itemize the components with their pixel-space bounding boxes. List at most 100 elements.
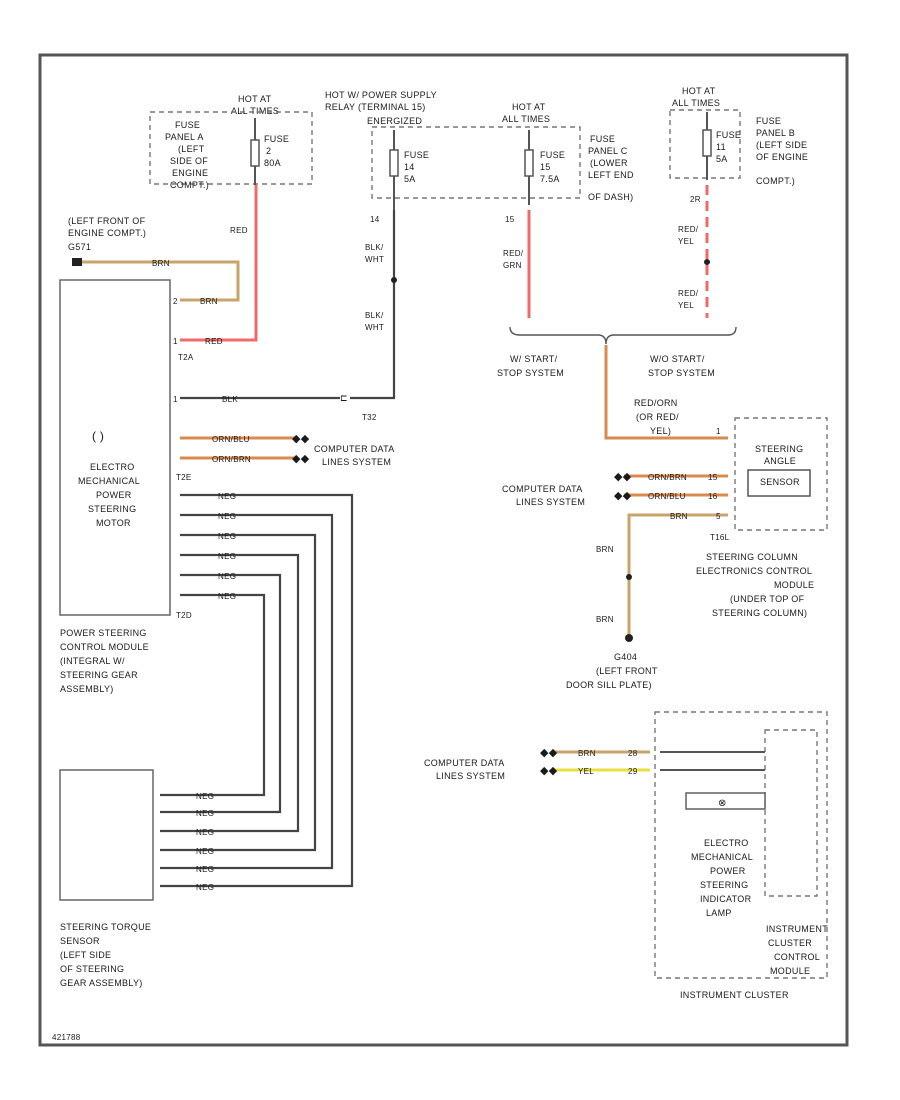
arrow-cluster-2: ◆◆ bbox=[540, 765, 558, 777]
pin-t16l-5: 5 bbox=[716, 512, 721, 521]
sccm-box bbox=[734, 417, 828, 531]
fuse-panel-c-label-4: LEFT END bbox=[588, 170, 634, 180]
connector-t2d: T2D bbox=[176, 611, 192, 620]
hot-relay-label-2: RELAY (TERMINAL 15) bbox=[325, 102, 426, 112]
sccm-label-5: STEERING COLUMN) bbox=[712, 608, 807, 618]
wire-label-yel: YEL bbox=[578, 767, 594, 776]
fuse-11-element bbox=[702, 129, 712, 157]
fuse-2-label-2: 2 bbox=[266, 146, 271, 156]
wire-label-blk: BLK bbox=[222, 395, 238, 404]
g404-label-3: DOOR SILL PLATE) bbox=[566, 680, 652, 690]
indicator-lamp-box bbox=[685, 792, 766, 810]
wire-neg-4: NEG bbox=[218, 552, 236, 561]
wo-start-stop-2: STOP SYSTEM bbox=[648, 368, 715, 378]
wire-label-brn-2: BRN bbox=[200, 297, 218, 306]
connector-t2a: T2A bbox=[178, 353, 194, 362]
pin-t5g-1: 1 bbox=[716, 427, 721, 436]
motor-label-2: MECHANICAL bbox=[78, 476, 140, 486]
power-steering-module-box bbox=[59, 279, 171, 616]
arrow-right-1: ◆◆ bbox=[614, 471, 632, 483]
fuse-15-element bbox=[524, 149, 534, 177]
motor-label-5: MOTOR bbox=[96, 518, 131, 528]
splice-1 bbox=[391, 277, 397, 283]
pin-14b: 14 bbox=[370, 215, 380, 224]
fuse-2-label-3: 80A bbox=[264, 158, 281, 168]
lamp-label-5: INDICATOR bbox=[700, 894, 752, 904]
wire-neg-5: NEG bbox=[218, 572, 236, 581]
fuse-panel-c-box bbox=[371, 126, 581, 199]
fuse-14-element bbox=[389, 149, 399, 177]
connector-t32: T32 bbox=[362, 413, 377, 422]
fuse-15-label-1: FUSE bbox=[540, 150, 565, 160]
fuse-panel-b-label-4: OF ENGINE bbox=[756, 152, 808, 162]
sensor-wire-5 bbox=[160, 573, 282, 814]
wire-label-ornblu-left: ORN/BLU bbox=[212, 435, 250, 444]
wire-label-redgrn-1: RED/ bbox=[503, 249, 524, 258]
fuse-11-label-1: FUSE bbox=[716, 130, 741, 140]
steering-angle-label-2: ANGLE bbox=[764, 456, 796, 466]
pin-t2e-1: 1 bbox=[173, 395, 178, 404]
wire-brn-ground bbox=[82, 260, 240, 302]
option-bracket bbox=[509, 326, 737, 345]
fuse-panel-a-label-3: (LEFT bbox=[178, 144, 205, 154]
wire-label-brn-4: BRN bbox=[596, 545, 614, 554]
sccm-label-3: MODULE bbox=[774, 580, 814, 590]
wire-label-redgrn-2: GRN bbox=[503, 261, 522, 270]
wire-blk-wht bbox=[350, 210, 396, 400]
ground-left-label-2: ENGINE COMPT.) bbox=[68, 228, 146, 238]
steering-angle-sensor-box bbox=[747, 469, 811, 497]
wire-neg-2: NEG bbox=[218, 512, 236, 521]
splice-3 bbox=[626, 574, 632, 580]
fuse-panel-c-label-5: OF DASH) bbox=[588, 192, 633, 202]
wire-neg-10: NEG bbox=[196, 847, 214, 856]
w-start-stop-2: STOP SYSTEM bbox=[497, 368, 564, 378]
cdl-right-1: COMPUTER DATA bbox=[502, 484, 583, 494]
pscm-label-1: POWER STEERING bbox=[60, 628, 147, 638]
sccm-label-1: STEERING COLUMN bbox=[706, 552, 798, 562]
fuse-11-label-3: 5A bbox=[716, 154, 728, 164]
lamp-label-2: MECHANICAL bbox=[691, 852, 753, 862]
wire-brn-g404 bbox=[627, 513, 728, 636]
wire-label-redyel-2b: YEL bbox=[678, 301, 694, 310]
red-orn-label-1: RED/ORN bbox=[634, 398, 678, 408]
cdl-cluster-1: COMPUTER DATA bbox=[424, 758, 505, 768]
wire-neg-12: NEG bbox=[196, 883, 214, 892]
arrow-right-2: ◆◆ bbox=[614, 490, 632, 502]
icm-label-4: MODULE bbox=[770, 966, 810, 976]
pin-2r: 2R bbox=[690, 195, 701, 204]
wire-label-redyel-2a: RED/ bbox=[678, 289, 699, 298]
fuse-panel-c-label-2: PANEL C bbox=[588, 146, 628, 156]
w-start-stop-1: W/ START/ bbox=[510, 354, 558, 364]
steering-angle-label-1: STEERING bbox=[755, 444, 803, 454]
fuse-panel-b-label-2: PANEL B bbox=[756, 128, 795, 138]
wire-label-ornbrn-right: ORN/BRN bbox=[648, 473, 687, 482]
motor-label-1: ELECTRO bbox=[90, 462, 135, 472]
hot-label-left-2: ALL TIMES bbox=[231, 106, 279, 116]
wire-neg-1: NEG bbox=[218, 492, 236, 501]
torque-label-2: SENSOR bbox=[60, 936, 100, 946]
wire-neg-9: NEG bbox=[196, 828, 214, 837]
fuse-15-label-3: 7.5A bbox=[540, 174, 560, 184]
cdl-right-2: LINES SYSTEM bbox=[516, 497, 585, 507]
splice-2 bbox=[704, 259, 710, 265]
connector-t16l: T16L bbox=[710, 533, 730, 542]
sensor-wire-group bbox=[160, 493, 354, 888]
wire-label-blkwht-1a: BLK/ bbox=[365, 243, 384, 252]
hot-right-label-1: HOT AT bbox=[682, 86, 716, 96]
red-orn-label-3: YEL) bbox=[650, 426, 671, 436]
pin-29: 29 bbox=[628, 767, 638, 776]
ground-left-label-1: (LEFT FRONT OF bbox=[68, 216, 146, 226]
cdl-cluster-2: LINES SYSTEM bbox=[436, 771, 505, 781]
fuse-panel-b-label-3: (LEFT SIDE bbox=[756, 140, 807, 150]
wire-label-brn-1: BRN bbox=[152, 259, 170, 268]
arrow-cluster-1: ◆◆ bbox=[540, 747, 558, 759]
torque-sensor-box bbox=[59, 769, 154, 901]
pin-t16l-15: 15 bbox=[708, 473, 718, 482]
hot-label-left-1: HOT AT bbox=[238, 94, 272, 104]
red-orn-label-2: (OR RED/ bbox=[636, 412, 679, 422]
pin-t16l-16: 16 bbox=[708, 492, 718, 501]
fuse-panel-a-label-5: ENGINE bbox=[172, 168, 208, 178]
wire-label-brn-3: BRN bbox=[670, 512, 688, 521]
wire-neg-3: NEG bbox=[218, 532, 236, 541]
